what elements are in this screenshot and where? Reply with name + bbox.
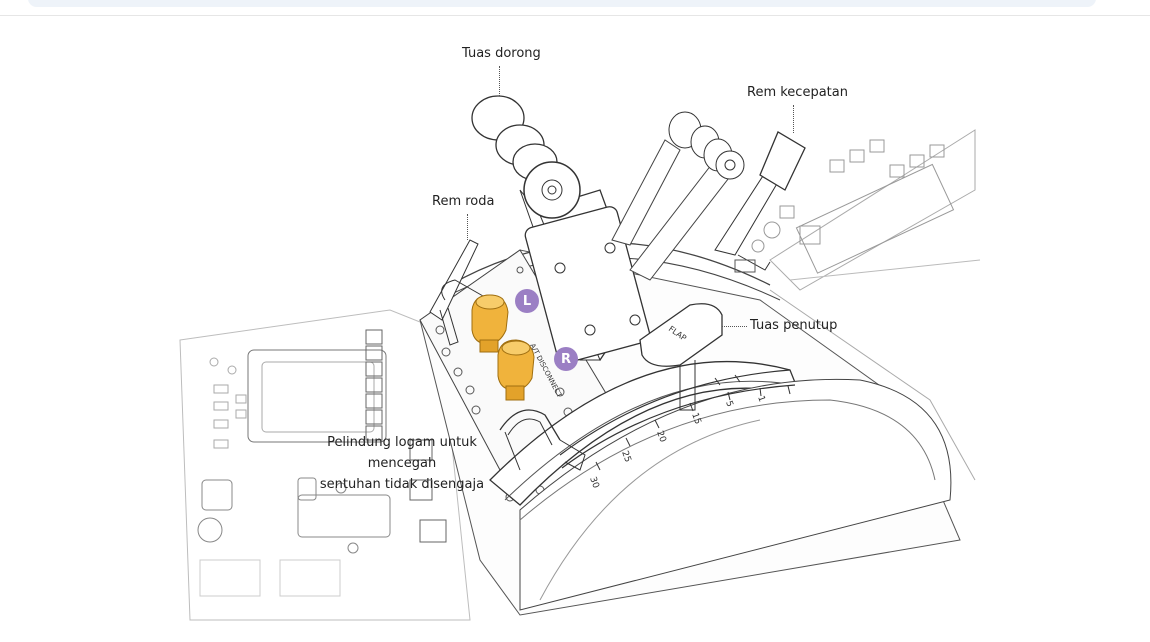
flap-detent-25: 25 bbox=[619, 450, 632, 464]
badge-left-engine: L bbox=[515, 289, 539, 313]
label-parking-brake: Rem roda bbox=[432, 194, 495, 209]
top-toolbar bbox=[0, 0, 1150, 16]
flap-detent-15: 15 bbox=[689, 412, 702, 426]
badge-right-engine: R bbox=[554, 347, 578, 371]
search-bar[interactable] bbox=[28, 0, 1096, 7]
label-metal-guard-line1: Pelindung logam untuk mencegah bbox=[327, 435, 477, 471]
label-speed-brake: Rem kecepatan bbox=[747, 85, 848, 100]
flap-detent-20: 20 bbox=[654, 430, 667, 444]
flap-detent-1: 1 bbox=[755, 395, 766, 404]
leader-thrust-lever bbox=[499, 66, 500, 96]
label-thrust-lever: Tuas dorong bbox=[462, 46, 541, 61]
leader-flap-lever bbox=[722, 326, 747, 327]
flap-detent-5: 5 bbox=[723, 400, 734, 409]
flap-detent-30: 30 bbox=[587, 476, 600, 490]
label-metal-guard: Pelindung logam untuk mencegah sentuhan … bbox=[296, 432, 508, 495]
leader-speed-brake bbox=[793, 105, 794, 133]
fuel-cutoff-levers bbox=[471, 294, 535, 401]
leader-parking-brake bbox=[467, 214, 468, 240]
label-metal-guard-line2: sentuhan tidak disengaja bbox=[319, 477, 485, 492]
label-flap-lever: Tuas penutup bbox=[750, 318, 838, 333]
